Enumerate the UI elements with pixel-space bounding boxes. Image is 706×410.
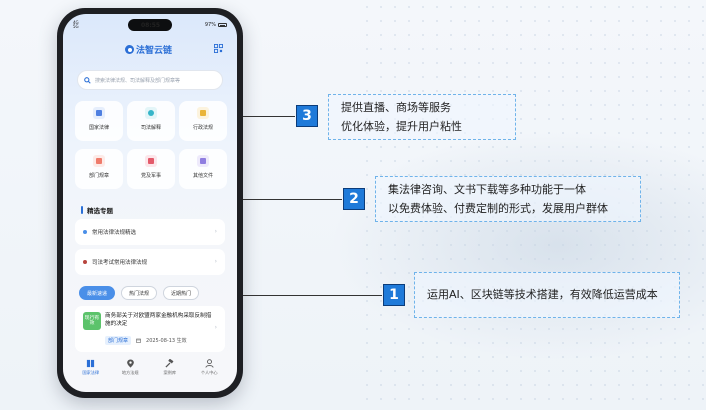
category-judicial-interpretation[interactable]: 司法解释 (127, 101, 175, 141)
callout-3-line-2: 优化体验，提升用户粘性 (341, 119, 462, 133)
status-bar: 4G 5G 08:55 97% (63, 19, 237, 31)
app-title: 法智云链 (125, 43, 172, 56)
category-label: 司法解释 (140, 125, 161, 131)
tab-label: 案例库 (163, 370, 177, 375)
tab-case-library[interactable]: 案例库 (155, 356, 185, 386)
callout-3-line-1: 提供直播、商场等服务 (341, 101, 451, 114)
category-label: 党及军事 (140, 173, 161, 179)
callout-2-box: 集法律咨询、文书下载等多种功能于一体 以免费体验、付费定制的形式，发展用户群体 (375, 176, 641, 222)
search-bar[interactable]: 搜索法律法规、司法解释及部门规章等 (77, 70, 223, 90)
status-time: 08:55 (141, 22, 161, 29)
app-title-text: 法智云链 (136, 46, 173, 56)
callout-3-number: 3 (296, 105, 318, 127)
battery-icon (218, 23, 227, 27)
tab-label: 国家法律 (82, 370, 100, 375)
featured-section-title: 精选专题 (81, 205, 113, 215)
pill-recent-hot[interactable]: 近期热门 (163, 286, 200, 300)
chevron-right-icon: › (214, 228, 217, 235)
dynamic-island (128, 19, 172, 31)
book-icon (93, 107, 105, 119)
tab-profile[interactable]: 个人中心 (194, 356, 224, 386)
callout-1-connector (243, 295, 382, 296)
calendar-icon (136, 338, 141, 343)
callout-2-number: 2 (343, 188, 365, 210)
category-grid: 国家法律 司法解释 行政法规 部门规章 党及军事 其他文件 (75, 101, 227, 193)
globe-icon (145, 107, 157, 119)
featured-item-label: 常用法律法规精选 (92, 230, 137, 236)
category-department-rules[interactable]: 部门规章 (75, 149, 123, 189)
person-icon (205, 359, 214, 368)
background-world-map (330, 130, 706, 360)
tab-national-law[interactable]: 国家法律 (76, 356, 106, 386)
featured-item-common-laws[interactable]: 常用法律法规精选 › (75, 219, 225, 245)
callout-3-box: 提供直播、商场等服务 优化体验，提升用户粘性 (328, 94, 516, 140)
gavel-icon (165, 359, 174, 368)
phone-frame: 4G 5G 08:55 97% 法智云链 (57, 8, 243, 398)
category-label: 部门规章 (88, 173, 109, 179)
flag-icon (145, 155, 157, 167)
chain-logo-icon (125, 45, 134, 54)
building-icon (197, 107, 209, 119)
phone-screen: 4G 5G 08:55 97% 法智云链 (63, 14, 237, 392)
callout-1-box: 运用AI、区块链等技术搭建，有效降低运营成本 (414, 272, 680, 318)
search-icon (84, 76, 91, 84)
category-other-files[interactable]: 其他文件 (179, 149, 227, 189)
news-date: 2025-08-13 生效 (146, 338, 187, 344)
category-national-law[interactable]: 国家法律 (75, 101, 123, 141)
bullet-dot (83, 260, 87, 264)
tab-label: 地方法规 (121, 370, 139, 375)
pill-hot-regulations[interactable]: 热门法规 (121, 286, 158, 300)
status-icons: 97% (205, 22, 227, 28)
callout-2-line-2: 以免费体验、付费定制的形式，发展用户群体 (388, 201, 608, 215)
chevron-right-icon: › (214, 258, 217, 265)
category-party-military[interactable]: 党及军事 (127, 149, 175, 189)
pill-latest[interactable]: 最新速递 (79, 286, 116, 300)
featured-item-bar-exam-laws[interactable]: 司法考试常用法律法规 › (75, 249, 225, 275)
tab-label: 个人中心 (200, 370, 218, 375)
library-icon (87, 359, 95, 368)
category-administrative-regulations[interactable]: 行政法规 (179, 101, 227, 141)
location-pin-icon (126, 359, 134, 368)
news-category-tag: 部门规章 (105, 336, 132, 345)
chevron-right-icon: › (214, 324, 217, 331)
callout-3-connector (243, 116, 295, 117)
featured-item-label: 司法考试常用法律法规 (92, 260, 148, 266)
bottom-tab-bar: 国家法律 地方法规 案例库 (63, 356, 237, 386)
featured-title-text: 精选专题 (87, 207, 113, 215)
category-label: 其他文件 (192, 173, 213, 179)
news-meta: 部门规章 2025-08-13 生效 (105, 336, 187, 345)
tab-local-regulations[interactable]: 地方法规 (115, 356, 145, 386)
category-label: 国家法律 (88, 125, 109, 131)
carrier-line-1: 4G (73, 20, 79, 25)
carrier-indicator: 4G 5G (73, 20, 79, 30)
qr-scan-icon[interactable] (214, 44, 223, 53)
file-edit-icon (197, 155, 209, 167)
battery-percent: 97% (204, 22, 216, 28)
document-icon (93, 155, 105, 167)
search-placeholder: 搜索法律法规、司法解释及部门规章等 (95, 77, 181, 84)
category-label: 行政法规 (192, 125, 213, 131)
callout-1-number: 1 (383, 284, 405, 306)
news-title: 商务部关于对欧盟两家金融机构采取反制措施的决定 (105, 313, 212, 328)
callout-2-line-1: 集法律咨询、文书下载等多种功能于一体 (388, 183, 586, 196)
callout-2-connector (243, 199, 342, 200)
section-accent-bar (81, 206, 83, 214)
app-header: 法智云链 (63, 40, 237, 58)
bullet-dot (83, 230, 87, 234)
status-badge: 现行有效 (83, 312, 101, 330)
callout-1-line-1: 运用AI、区块链等技术搭建，有效降低运营成本 (427, 288, 658, 301)
filter-pills: 最新速递 热门法规 近期热门 (79, 286, 200, 300)
carrier-line-2: 5G (73, 24, 79, 30)
news-card[interactable]: 现行有效 商务部关于对欧盟两家金融机构采取反制措施的决定 部门规章 2025-0… (75, 306, 225, 352)
